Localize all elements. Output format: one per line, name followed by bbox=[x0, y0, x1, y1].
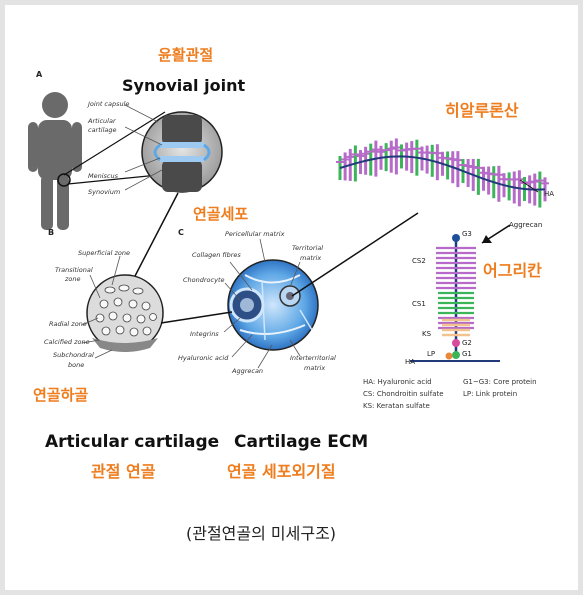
figure-caption: (관절연골의 미세구조) bbox=[186, 524, 337, 543]
g1-domain bbox=[452, 351, 460, 359]
label-synovium: Synovium bbox=[88, 188, 121, 196]
cs2-label: CS2 bbox=[412, 257, 426, 265]
label-collagen-fibres: Collagen fibres bbox=[192, 251, 241, 259]
link-protein bbox=[445, 352, 453, 360]
label-bone: bone bbox=[68, 361, 85, 369]
label-integrins: Integrins bbox=[190, 330, 219, 338]
cartilage-to-ecm-line bbox=[160, 311, 233, 324]
aggrecan-en-label: Aggrecan bbox=[509, 221, 543, 229]
subchondral-ko-label: 연골하골 bbox=[33, 386, 89, 404]
label-interterritorial: Interterritorial bbox=[290, 354, 336, 362]
legend-g1-g3: G1~G3: Core protein bbox=[463, 378, 537, 386]
ecm-zoom bbox=[227, 259, 319, 351]
human-silhouette bbox=[28, 92, 82, 230]
knee-connector-line-top bbox=[63, 111, 166, 176]
hyaluronic-acid-chain bbox=[336, 138, 549, 208]
label-interterritorial-matrix: matrix bbox=[304, 364, 326, 372]
label-joint-capsule: Joint capsule bbox=[88, 100, 130, 108]
knee-connector-line-bottom bbox=[67, 174, 159, 185]
label-chondrocyte: Chondrocyte bbox=[183, 276, 225, 284]
g1-label: G1 bbox=[462, 350, 472, 358]
articular-cartilage-en: Articular cartilage bbox=[45, 432, 220, 452]
knee-highlight-circle bbox=[57, 173, 71, 187]
label-transitional: Transitional bbox=[55, 266, 93, 274]
articular-cartilage-ko: 관절 연골 bbox=[91, 462, 156, 481]
g3-label: G3 bbox=[462, 230, 472, 238]
label-articular: Articular bbox=[88, 117, 116, 125]
cs1-label: CS1 bbox=[412, 300, 426, 308]
legend-cs: CS: Chondroitin sulfate bbox=[363, 390, 444, 398]
label-superficial-zone: Superficial zone bbox=[78, 249, 130, 257]
g3-domain bbox=[452, 234, 460, 242]
panel-c-leaders bbox=[223, 238, 301, 369]
ecm-to-molecule-line bbox=[291, 212, 419, 297]
hyaluronic-ko-label: 히알루론산 bbox=[445, 101, 519, 120]
ha-leader bbox=[519, 179, 539, 193]
label-radial-zone: Radial zone bbox=[49, 320, 87, 328]
panel-b-leaders bbox=[81, 255, 121, 359]
label-meniscus: Meniscus bbox=[88, 172, 118, 180]
label-territorial: Territorial bbox=[292, 244, 324, 252]
g2-label: G2 bbox=[462, 339, 472, 347]
cartilage-ecm-en: Cartilage ECM bbox=[234, 432, 369, 452]
title-korean: 윤활관절 bbox=[158, 46, 214, 64]
panel-b-letter: B bbox=[48, 228, 55, 237]
knee-joint-zoom bbox=[141, 111, 223, 193]
label-transitional-zone: zone bbox=[65, 275, 81, 283]
label-cartilage: cartilage bbox=[88, 126, 117, 134]
label-territorial-matrix: matrix bbox=[300, 254, 322, 262]
aggrecan-ko-label: 어그리칸 bbox=[483, 261, 542, 280]
cartilage-zoom bbox=[86, 274, 164, 352]
g2-domain bbox=[452, 339, 460, 347]
label-subchondral: Subchondral bbox=[53, 351, 94, 359]
label-calcified-zone: Calcified zone bbox=[44, 338, 90, 346]
label-hyaluronic-acid: Hyaluronic acid bbox=[178, 354, 229, 362]
legend-ha: HA: Hyaluronic acid bbox=[363, 378, 432, 386]
joint-to-cartilage-line bbox=[134, 192, 179, 277]
panel-a-leaders bbox=[124, 104, 163, 191]
ha-label-top: HA bbox=[544, 190, 555, 198]
chondrocyte-ko-label: 연골세포 bbox=[193, 205, 249, 223]
aggrecan-molecule bbox=[410, 234, 500, 362]
title-english: Synovial joint bbox=[122, 76, 246, 95]
legend-ks: KS: Keratan sulfate bbox=[363, 402, 430, 410]
ha-backbone bbox=[339, 155, 546, 191]
lp-label: LP bbox=[427, 350, 436, 358]
legend-lp: LP: Link protein bbox=[463, 390, 518, 398]
aggrecan-arrowhead bbox=[482, 235, 492, 243]
cartilage-ecm-ko: 연골 세포외기질 bbox=[227, 462, 336, 481]
panel-a-letter: A bbox=[36, 70, 43, 79]
ha-label-bottom: HA bbox=[405, 358, 416, 366]
label-pericellular-matrix: Pericellular matrix bbox=[225, 230, 285, 238]
ks-label: KS bbox=[422, 330, 432, 338]
panel-c-letter: C bbox=[178, 228, 184, 237]
label-aggrecan: Aggrecan bbox=[232, 367, 264, 375]
